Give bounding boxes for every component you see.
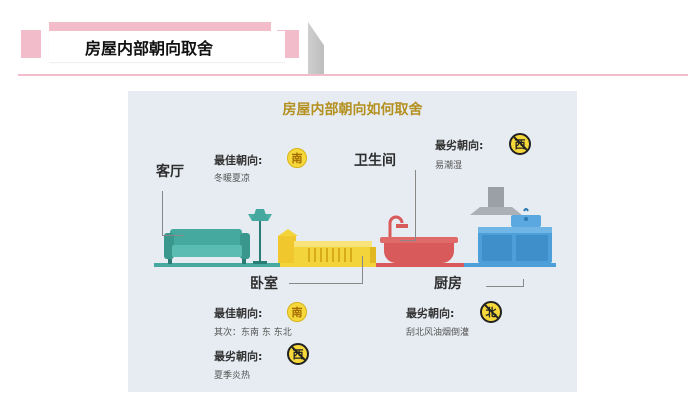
north-forbidden-icon: 北	[480, 301, 502, 323]
south-badge-icon: 南	[287, 148, 307, 168]
room-bathroom-name: 卫生间	[354, 153, 396, 169]
leader-living-h	[162, 235, 184, 236]
leader-bed-v	[362, 256, 363, 284]
floor-bedroom	[280, 263, 376, 267]
kitchen-desc: 刮北风油烟倒灌	[406, 328, 470, 338]
bedroom-worst-desc: 夏季炎热	[214, 371, 251, 381]
bathroom-worst-label: 最劣朝向:	[435, 139, 484, 152]
kitchen-worst-label: 最劣朝向:	[406, 307, 455, 320]
floor-living	[154, 263, 280, 267]
page-title: 房屋内部朝向取舍	[49, 31, 285, 62]
bedroom-worst-label: 最劣朝向:	[214, 350, 263, 363]
floor-kitchen	[464, 263, 556, 267]
room-illustrations	[164, 187, 552, 264]
living-desc: 冬暖夏凉	[214, 174, 251, 184]
floor-lamp-icon	[248, 209, 272, 264]
header-divider	[18, 74, 688, 76]
leader-bed-h	[289, 283, 363, 284]
leader-living	[162, 191, 163, 235]
west-forbidden-icon: 西	[509, 133, 531, 155]
bathroom-desc: 易潮湿	[435, 161, 463, 171]
bathtub-icon	[380, 215, 458, 263]
leader-kitchen-h	[486, 286, 524, 287]
bedroom-best-label: 最佳朝向:	[214, 307, 263, 320]
west-forbidden-icon: 西	[287, 343, 309, 365]
leader-kitchen-v	[523, 279, 524, 287]
leader-bath-h	[400, 240, 416, 241]
room-kitchen-name: 厨房	[434, 276, 462, 292]
bed-icon	[278, 229, 376, 263]
floor-bathroom	[376, 263, 464, 267]
room-living-name: 客厅	[156, 164, 184, 180]
leader-bath-v	[415, 170, 416, 240]
orientation-infographic: 房屋内部朝向如何取舍	[128, 91, 577, 392]
infographic-title: 房屋内部朝向如何取舍	[282, 102, 423, 118]
header-tab-corner	[308, 22, 324, 74]
kitchen-icon	[470, 187, 552, 263]
south-badge-icon: 南	[287, 302, 307, 322]
room-bedroom-name: 卧室	[250, 276, 278, 292]
sofa-icon	[164, 229, 250, 264]
living-best-label: 最佳朝向:	[214, 154, 263, 167]
bedroom-secondary: 其次：东南 东 东北	[214, 328, 292, 338]
header-decor-left	[21, 30, 41, 58]
